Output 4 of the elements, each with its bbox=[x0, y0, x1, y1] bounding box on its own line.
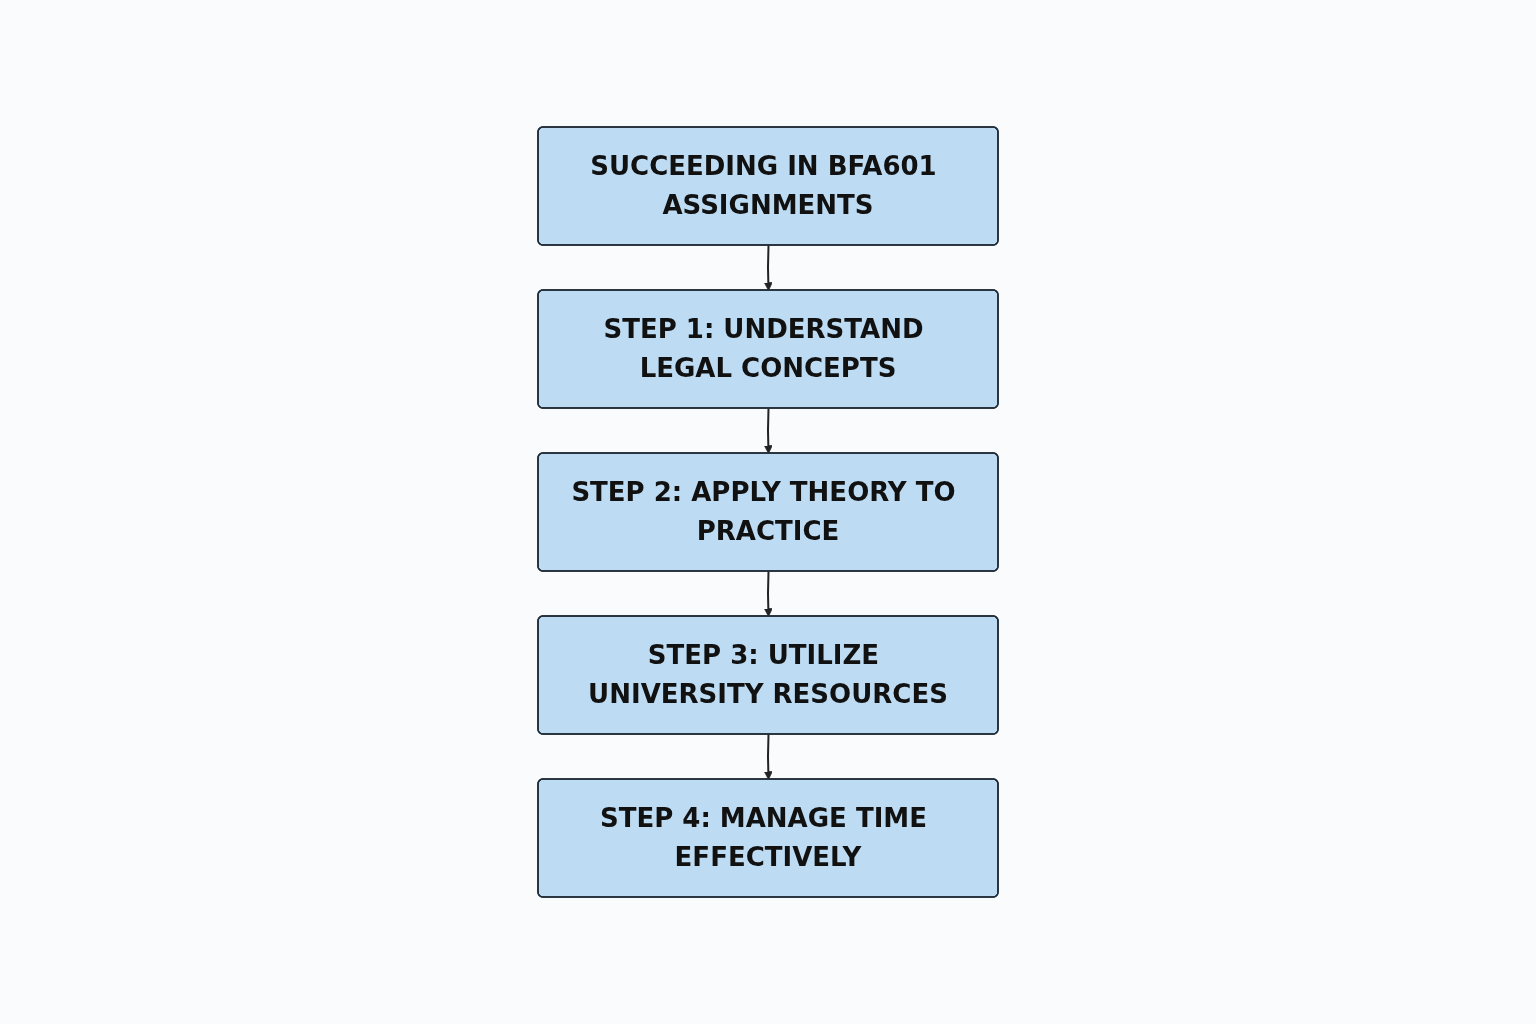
arrow bbox=[763, 407, 773, 454]
arrow bbox=[763, 733, 773, 780]
arrow bbox=[763, 570, 773, 617]
arrow bbox=[763, 244, 773, 291]
